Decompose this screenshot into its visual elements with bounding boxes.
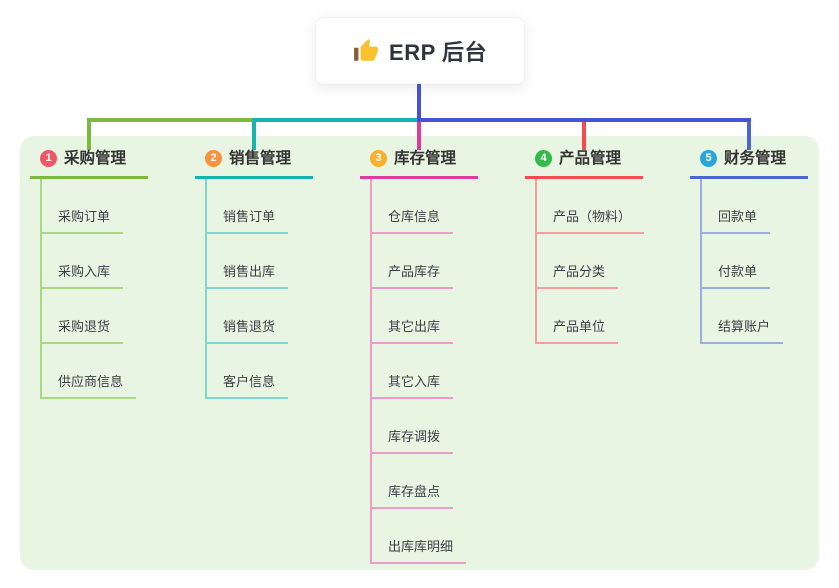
child-label: 库存调拨 — [388, 429, 441, 444]
child-node[interactable]: 产品库存 — [372, 234, 454, 289]
child-node[interactable]: 产品分类 — [537, 234, 619, 289]
thumbs-up-icon — [354, 39, 378, 61]
connector-drop-branch-2 — [252, 118, 256, 150]
connector-root-vertical — [417, 84, 421, 122]
child-label: 库存盘点 — [388, 484, 441, 499]
child-label: 仓库信息 — [388, 209, 441, 224]
root-title: ERP 后台 — [389, 40, 487, 65]
branch-label: 采购管理 — [64, 150, 127, 167]
child-node[interactable]: 结算账户 — [702, 289, 784, 344]
branch-label: 财务管理 — [724, 150, 787, 167]
branch-header[interactable]: 2 销售管理 — [195, 148, 313, 179]
branch-label: 库存管理 — [394, 150, 457, 167]
branch-children: 仓库信息产品库存其它出库其它入库库存调拨库存盘点出库库明细 — [370, 179, 467, 564]
child-node[interactable]: 仓库信息 — [372, 179, 454, 234]
branch-node: 3 库存管理 仓库信息产品库存其它出库其它入库库存调拨库存盘点出库库明细 — [360, 148, 520, 564]
branch-node: 1 采购管理 采购订单采购入库采购退货供应商信息 — [30, 148, 190, 399]
child-label: 其它入库 — [388, 374, 441, 389]
connector-horizontal-left — [87, 118, 254, 122]
child-label: 供应商信息 — [58, 374, 124, 389]
branch-node: 2 销售管理 销售订单销售出库销售退货客户信息 — [195, 148, 355, 399]
child-label: 采购订单 — [58, 209, 111, 224]
connector-drop-branch-3 — [417, 118, 421, 150]
child-node[interactable]: 出库库明细 — [372, 509, 467, 564]
branch-children: 产品（物料） 产品分类产品单位 — [535, 179, 645, 344]
branch-index-badge: 3 — [370, 150, 387, 167]
child-label: 其它出库 — [388, 319, 441, 334]
branch-label: 产品管理 — [559, 150, 622, 167]
branches-panel — [20, 136, 819, 570]
child-node[interactable]: 其它入库 — [372, 344, 454, 399]
connector-drop-branch-5 — [747, 118, 751, 150]
child-label: 销售出库 — [223, 264, 276, 279]
child-node[interactable]: 销售退货 — [207, 289, 289, 344]
branch-node: 4 产品管理 产品（物料） 产品分类产品单位 — [525, 148, 685, 344]
child-label: 产品库存 — [388, 264, 441, 279]
child-node[interactable]: 产品单位 — [537, 289, 619, 344]
branch-header[interactable]: 1 采购管理 — [30, 148, 148, 179]
child-label: 客户信息 — [223, 374, 276, 389]
branch-header[interactable]: 5 财务管理 — [690, 148, 808, 179]
child-label: 出库库明细 — [388, 539, 454, 554]
child-node[interactable]: 回款单 — [702, 179, 771, 234]
child-label: 结算账户 — [718, 319, 771, 334]
branch-children: 回款单付款单结算账户 — [700, 179, 784, 344]
child-label: 回款单 — [718, 209, 758, 224]
branch-index-badge: 4 — [535, 150, 552, 167]
branch-node: 5 财务管理 回款单付款单结算账户 — [690, 148, 839, 344]
child-node[interactable]: 销售订单 — [207, 179, 289, 234]
child-label: 采购退货 — [58, 319, 111, 334]
child-node[interactable]: 其它出库 — [372, 289, 454, 344]
child-label: 付款单 — [718, 264, 758, 279]
child-node[interactable]: 库存盘点 — [372, 454, 454, 509]
branch-index-badge: 2 — [205, 150, 222, 167]
branch-header[interactable]: 4 产品管理 — [525, 148, 643, 179]
child-node[interactable]: 供应商信息 — [42, 344, 137, 399]
child-label: 产品分类 — [553, 264, 606, 279]
child-node[interactable]: 客户信息 — [207, 344, 289, 399]
child-label: 产品单位 — [553, 319, 606, 334]
connector-horizontal-right — [417, 118, 751, 122]
branch-children: 销售订单销售出库销售退货客户信息 — [205, 179, 289, 399]
child-label: 产品（物料） — [553, 209, 632, 224]
child-node[interactable]: 库存调拨 — [372, 399, 454, 454]
connector-drop-branch-4 — [582, 118, 586, 150]
child-node[interactable]: 产品（物料） — [537, 179, 645, 234]
branch-header[interactable]: 3 库存管理 — [360, 148, 478, 179]
child-node[interactable]: 采购退货 — [42, 289, 124, 344]
child-node[interactable]: 销售出库 — [207, 234, 289, 289]
root-node[interactable]: ERP 后台 — [316, 18, 524, 84]
child-label: 销售订单 — [223, 209, 276, 224]
branch-index-badge: 1 — [40, 150, 57, 167]
child-node[interactable]: 付款单 — [702, 234, 771, 289]
child-label: 采购入库 — [58, 264, 111, 279]
child-node[interactable]: 采购订单 — [42, 179, 124, 234]
branch-label: 销售管理 — [229, 150, 292, 167]
connector-drop-branch-1 — [87, 118, 91, 150]
branch-index-badge: 5 — [700, 150, 717, 167]
child-label: 销售退货 — [223, 319, 276, 334]
branch-children: 采购订单采购入库采购退货供应商信息 — [40, 179, 137, 399]
child-node[interactable]: 采购入库 — [42, 234, 124, 289]
connector-horizontal-middle — [252, 118, 421, 122]
